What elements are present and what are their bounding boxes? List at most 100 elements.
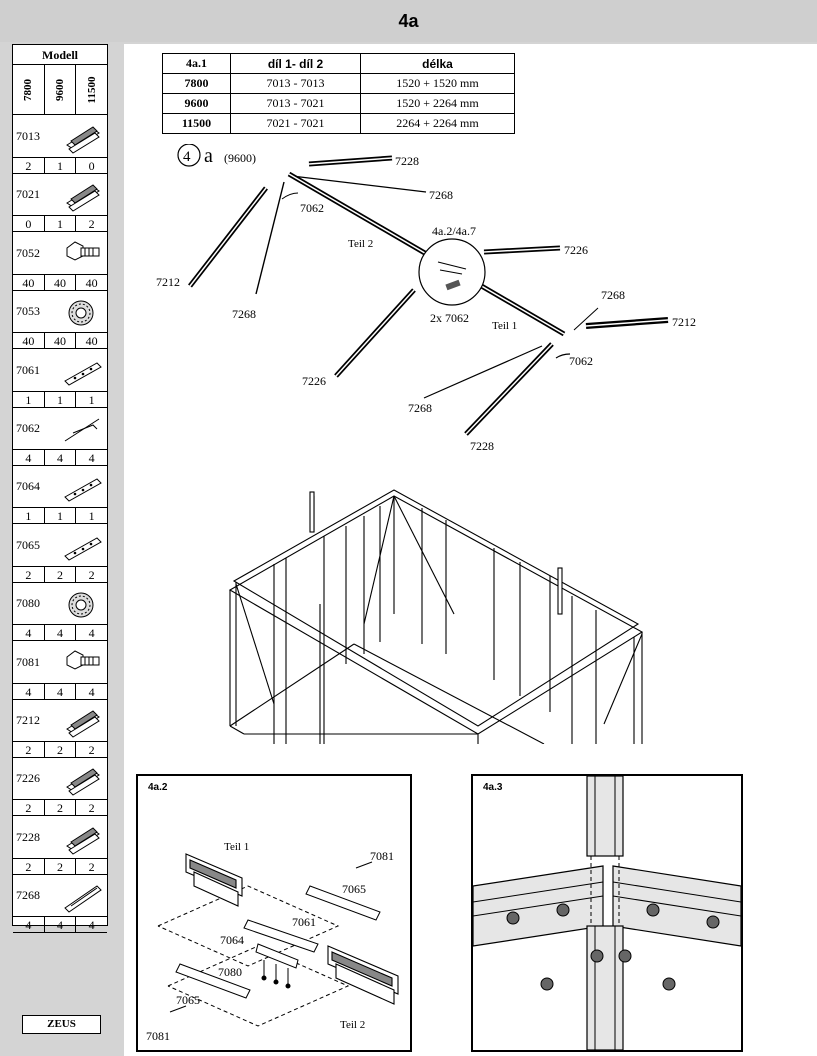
bolt-7081 [355, 861, 373, 869]
part-number: 7268 [16, 888, 40, 903]
qty-cell: 4 [45, 683, 77, 699]
plate-7064 [255, 943, 299, 969]
part-number: 7064 [16, 479, 40, 494]
bar-7228-lower [464, 342, 554, 436]
bolt-7081 [169, 1005, 187, 1013]
qty-cell: 4 [45, 625, 77, 641]
qty-cell: 1 [13, 508, 45, 524]
profile-icon [63, 705, 103, 739]
detail-label: 4a.3 [483, 782, 503, 793]
table-cell: 7013 - 7021 [230, 93, 361, 114]
table-cell: 2264 + 2264 mm [360, 113, 515, 134]
nut-icon [63, 588, 103, 622]
model-column: 7800 [13, 65, 45, 114]
model-columns: 7800 9600 11500 [13, 65, 107, 115]
qty-cell: 2 [45, 566, 77, 582]
part-label: 7268 [408, 401, 432, 415]
plate-icon [63, 355, 103, 389]
detail-ref: 4a.2/4a.7 [432, 224, 476, 238]
qty-cell: 2 [13, 158, 45, 173]
part-label: 7268 [429, 188, 453, 202]
bolt-icon [63, 238, 103, 272]
clip-icon [63, 413, 103, 447]
bolt-icon [63, 647, 103, 681]
qty-cell: 40 [13, 274, 45, 290]
plate-icon [63, 471, 103, 505]
table-row: 9600 7013 - 7021 1520 + 2264 mm [162, 93, 515, 114]
profile-teil2 [327, 945, 399, 1005]
table-header: díl 1- díl 2 [230, 53, 361, 74]
table-cell: 7021 - 7021 [230, 113, 361, 134]
qty-cell: 4 [88, 918, 95, 933]
nut-icon [63, 296, 103, 330]
model-column: 11500 [85, 76, 98, 103]
part-label: 7080 [218, 965, 242, 979]
part-label: 7212 [672, 315, 696, 329]
roof-assembly-diagram: 4 a (9600) 7228 7268 7062 7212 7268 Teil… [156, 144, 696, 744]
profile-icon [63, 179, 103, 213]
qty-cell: 0 [13, 216, 45, 232]
part-label: 7081 [146, 1029, 170, 1043]
part-label: 7064 [220, 933, 244, 947]
table-header-row: 4a.1 díl 1- díl 2 délka [162, 53, 515, 74]
part-label: 7081 [370, 849, 394, 863]
qty-cell: 2 [13, 566, 45, 582]
teil1-label: Teil 1 [492, 320, 517, 332]
bracket-detail-diagram: Teil 1 Teil 2 7081 7065 [138, 816, 410, 1050]
bar-7226-right [483, 245, 561, 255]
qty-cell: 2 [45, 800, 77, 816]
part-label: 7228 [395, 154, 419, 168]
step-suffix: a [204, 145, 213, 167]
part-number: 7052 [16, 245, 40, 260]
profile-icon [63, 763, 103, 797]
qty-cell: 40 [45, 274, 77, 290]
part-label: 7065 [176, 993, 200, 1007]
part-number: 7080 [16, 596, 40, 611]
table-cell: 1520 + 1520 mm [360, 73, 515, 94]
part-label: 7061 [292, 915, 316, 929]
qty-cell: 4 [88, 684, 95, 699]
part-number: 7226 [16, 771, 40, 786]
part-cell: 7212 [13, 701, 107, 742]
qty-cell: 2 [88, 801, 95, 816]
qty-cell: 2 [45, 858, 77, 874]
part-number: 7212 [16, 713, 40, 727]
teil2-label: Teil 2 [348, 238, 373, 250]
rod-icon [63, 880, 103, 914]
part-label: 7228 [470, 439, 494, 453]
part-cell: 7081 [13, 643, 107, 684]
part-cell: 7065 [13, 526, 107, 567]
length-table: 4a.1 díl 1- díl 2 délka 7800 7013 - 7013… [162, 53, 515, 134]
rod-7268 [573, 307, 599, 331]
qty-cell: 2 [88, 743, 95, 757]
part-cell: 7053 [13, 292, 107, 334]
qty-cell: 40 [45, 333, 77, 349]
part-label: 7065 [342, 882, 366, 896]
qty-cell: 1 [13, 391, 45, 407]
part-label: 7268 [601, 288, 625, 302]
part-label: 7268 [232, 307, 256, 321]
qty-cell: 40 [85, 275, 98, 290]
part-number: 7065 [16, 537, 40, 552]
plate-7065 [305, 885, 381, 921]
teil2-label: Teil 2 [340, 1019, 365, 1031]
model-column: 9600 [45, 65, 77, 114]
bar-7228-top [308, 155, 393, 167]
step-circle [177, 144, 201, 167]
plate-icon [63, 530, 103, 564]
part-cell: 7080 [13, 584, 107, 626]
table-header: délka [360, 53, 515, 74]
